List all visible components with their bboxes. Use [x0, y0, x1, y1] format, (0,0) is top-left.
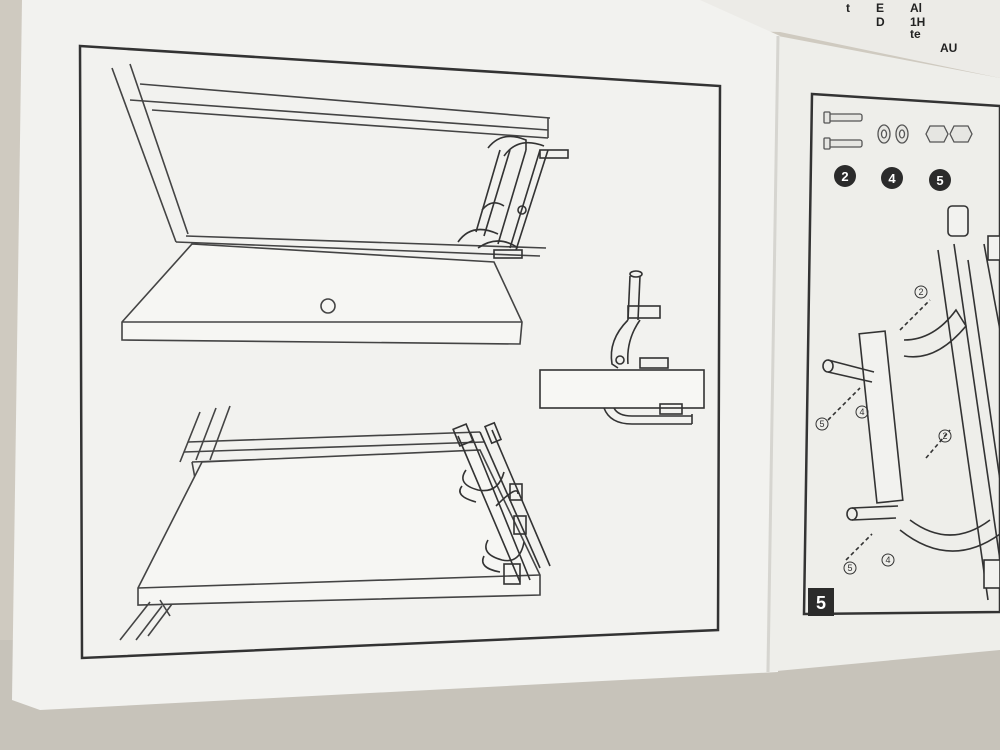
edge-text-1: t	[846, 1, 850, 15]
callout-screw-upper: 2	[918, 287, 923, 297]
bar-assembly-illustration	[822, 205, 1000, 601]
callout-screw-lower: 2	[942, 431, 947, 441]
edge-text-7: AU	[940, 41, 957, 55]
step-number-box	[808, 588, 834, 616]
door-frame-bottom-illustration	[119, 405, 541, 641]
nut-icon	[925, 125, 973, 143]
bracket-detail-illustration	[539, 270, 705, 425]
screw-icon	[823, 111, 863, 150]
assembly-callouts: 2 2 4 5 4 5	[815, 285, 952, 575]
callout-nut-lower: 5	[847, 563, 852, 573]
diagram-frame-right	[802, 92, 1000, 616]
badge-washer-label: 4	[888, 171, 896, 186]
step-number: 5	[816, 593, 826, 613]
badge-screw	[834, 165, 856, 187]
door-frame-top-illustration	[111, 63, 551, 345]
badge-screw-label: 2	[841, 169, 848, 184]
badge-nut	[929, 169, 951, 191]
pullup-bar-top-illustration	[457, 135, 569, 259]
hardware-legend	[823, 111, 973, 150]
badge-nut-label: 5	[936, 173, 943, 188]
callout-nut-upper: 5	[819, 419, 824, 429]
diagram-frame-left	[78, 44, 722, 660]
badge-washer	[881, 167, 903, 189]
callout-badges: 2 4 5	[834, 165, 951, 191]
edge-text-5: 1H	[910, 15, 925, 29]
edge-text-2: E	[876, 1, 884, 15]
instruction-sheet-left	[12, 0, 780, 710]
edge-text-6: te	[910, 27, 921, 41]
washer-icon	[877, 124, 909, 144]
edge-text-4: Al	[910, 1, 922, 15]
callout-washer-upper: 4	[859, 407, 864, 417]
pullup-bar-bottom-illustration	[452, 421, 551, 585]
edge-text-3: D	[876, 15, 885, 29]
edge-text: t E D Al 1H te AU	[846, 1, 957, 55]
callout-washer-lower: 4	[885, 555, 890, 565]
